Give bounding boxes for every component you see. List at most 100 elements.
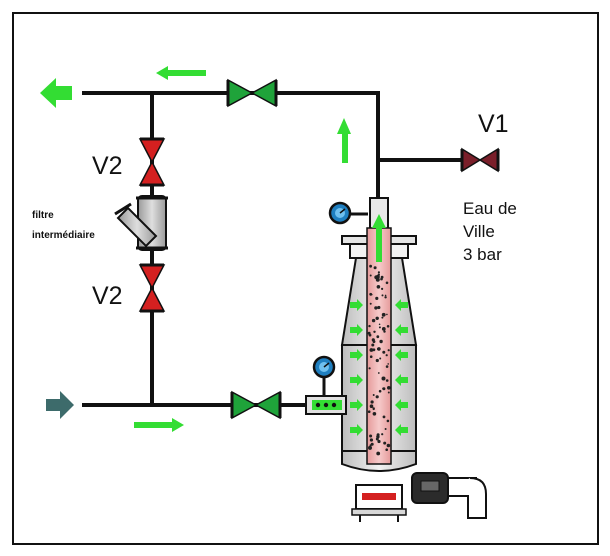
internal-flow-arrow	[350, 399, 363, 411]
media-particle	[381, 327, 386, 331]
label-water-line2: Ville	[463, 222, 495, 241]
media-particle	[376, 451, 381, 456]
butterfly-valve-icon[interactable]	[226, 78, 278, 108]
media-particle	[375, 296, 379, 300]
media-particle	[370, 400, 374, 404]
butterfly-valve-icon[interactable]	[230, 390, 282, 420]
media-particle	[375, 395, 379, 399]
label-water-line1: Eau de	[463, 199, 517, 218]
media-particle	[368, 367, 371, 370]
media-particle	[368, 324, 371, 328]
media-particle	[369, 292, 373, 296]
internal-flow-arrow	[395, 424, 408, 436]
media-particle	[381, 376, 386, 381]
media-particle	[377, 439, 381, 444]
media-particle	[369, 355, 373, 359]
media-particle	[369, 264, 372, 268]
media-particle	[375, 358, 379, 363]
media-particle	[377, 305, 381, 310]
media-particle	[372, 338, 375, 341]
internal-flow-arrow	[395, 374, 408, 386]
media-particle	[386, 443, 391, 448]
media-particle	[376, 335, 380, 339]
label-v2-top: V2	[92, 152, 123, 180]
media-particle	[378, 323, 381, 326]
diagram-frame	[12, 12, 599, 545]
media-particle	[369, 348, 374, 352]
media-particle	[378, 389, 382, 393]
media-particle	[378, 326, 381, 329]
media-particle	[374, 266, 377, 269]
flow-arrow-up-riser	[337, 118, 351, 163]
inlet-nozzle	[305, 395, 347, 415]
media-particle	[387, 349, 390, 352]
media-particle	[372, 407, 375, 410]
media-particle	[380, 277, 383, 281]
internal-flow-arrow	[350, 349, 363, 361]
media-particle	[368, 445, 372, 450]
label-filter-line1: filtre	[32, 210, 54, 221]
media-particle	[383, 330, 386, 333]
filter-column	[366, 227, 392, 465]
outlet-elbow-bend	[440, 477, 487, 519]
media-particle	[385, 448, 389, 452]
separator-vessel	[340, 197, 418, 472]
media-particle	[386, 325, 390, 328]
pump-base	[351, 508, 407, 516]
media-particle	[387, 391, 390, 394]
valve-v2-top[interactable]	[138, 137, 166, 187]
internal-flow-arrow	[350, 299, 363, 311]
label-v2-bottom: V2	[92, 282, 123, 310]
media-particle	[381, 316, 384, 319]
internal-flow-arrow	[395, 349, 408, 361]
internal-flow-arrow	[395, 324, 408, 336]
internal-flow-arrow	[395, 299, 408, 311]
internal-flow-arrow	[350, 424, 363, 436]
internal-flow-arrow	[350, 374, 363, 386]
flow-arrow-left-outlet	[40, 78, 72, 108]
pipe-top-outlet	[82, 91, 380, 377]
filter-media	[367, 264, 391, 456]
flow-arrow-top-pipe	[156, 66, 206, 80]
media-particle	[385, 365, 389, 368]
media-particle	[372, 340, 376, 343]
media-particle	[387, 386, 391, 390]
internal-flow-arrow	[395, 399, 408, 411]
label-filter-line2: intermédiaire	[32, 230, 95, 241]
media-particle	[379, 339, 383, 344]
media-particle	[382, 350, 386, 354]
media-particle	[382, 387, 385, 390]
media-particle	[369, 404, 374, 409]
pump-window	[420, 480, 440, 492]
media-particle	[381, 287, 384, 290]
media-particle	[375, 437, 379, 441]
media-particle	[375, 316, 379, 320]
media-particle	[386, 419, 390, 423]
media-particle	[367, 410, 371, 414]
inlet-arrow-icon	[46, 391, 74, 419]
media-particle	[379, 357, 382, 360]
pressure-gauge-icon	[328, 201, 368, 225]
media-particle	[376, 347, 380, 351]
media-particle	[376, 285, 381, 289]
valve-v1[interactable]	[460, 147, 500, 173]
media-particle	[375, 274, 380, 279]
media-particle	[374, 306, 378, 310]
media-particle	[377, 271, 380, 274]
media-particle	[381, 312, 386, 317]
media-particle	[370, 442, 374, 446]
media-particle	[384, 296, 387, 299]
media-particle	[385, 354, 388, 357]
internal-flow-arrows	[350, 299, 408, 436]
media-particle	[384, 428, 387, 430]
media-particle	[383, 441, 387, 445]
pressure-gauge-icon	[312, 355, 336, 396]
pump-motor-band	[362, 493, 396, 500]
valve-v2-bottom[interactable]	[138, 263, 166, 313]
media-particle	[386, 313, 388, 316]
media-particle	[371, 343, 375, 347]
media-particle	[369, 438, 373, 442]
media-particle	[369, 274, 372, 277]
flow-arrow-up-column	[372, 214, 386, 262]
